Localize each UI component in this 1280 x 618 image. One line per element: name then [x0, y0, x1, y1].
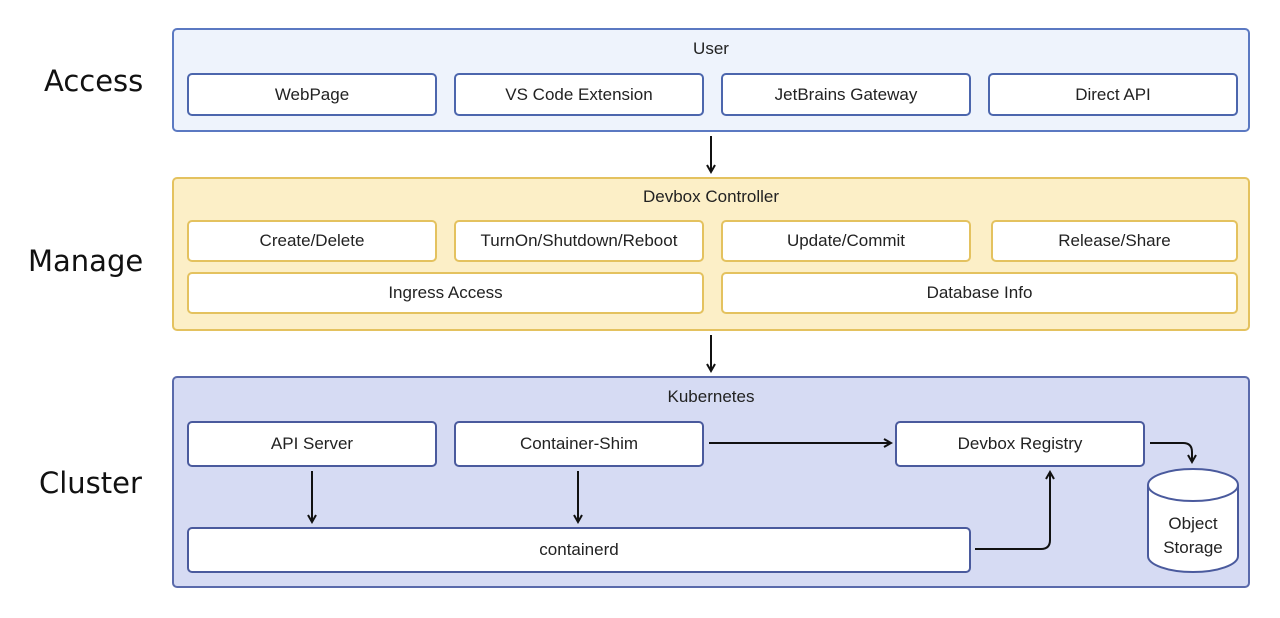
container-shim-box: Container-Shim	[454, 421, 704, 467]
devbox-registry-box: Devbox Registry	[895, 421, 1145, 467]
devbox-controller-title: Devbox Controller	[642, 187, 780, 206]
kubernetes-title: Kubernetes	[667, 387, 755, 406]
release-share-box: Release/Share	[991, 220, 1238, 262]
layer-label-access: Access	[44, 64, 144, 98]
layer-label-manage: Manage	[28, 244, 144, 278]
ingress-access-box: Ingress Access	[187, 272, 704, 314]
update-commit-box: Update/Commit	[721, 220, 971, 262]
webpage-box: WebPage	[187, 73, 437, 116]
database-info-box: Database Info	[721, 272, 1238, 314]
vscode-extension-box: VS Code Extension	[454, 73, 704, 116]
direct-api-box: Direct API	[988, 73, 1238, 116]
turnon-shutdown-reboot-box: TurnOn/Shutdown/Reboot	[454, 220, 704, 262]
jetbrains-gateway-box: JetBrains Gateway	[721, 73, 971, 116]
api-server-box: API Server	[187, 421, 437, 467]
layer-label-cluster: Cluster	[39, 466, 142, 500]
user-title: User	[693, 39, 729, 58]
containerd-box: containerd	[187, 527, 971, 573]
create-delete-box: Create/Delete	[187, 220, 437, 262]
